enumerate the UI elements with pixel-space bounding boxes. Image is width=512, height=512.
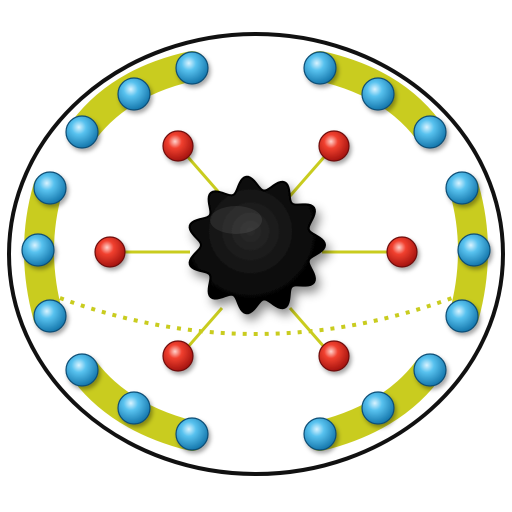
core-nucleus xyxy=(188,175,327,315)
outer-bead xyxy=(303,51,337,85)
outer-bead xyxy=(33,171,67,205)
outer-bead xyxy=(175,51,209,85)
inner-bead-group xyxy=(94,130,418,372)
outer-bead xyxy=(413,353,447,387)
outer-bead-group xyxy=(21,51,491,451)
outer-bead xyxy=(65,115,99,149)
inner-bead-left xyxy=(94,236,126,268)
inner-bead-bottom-right xyxy=(318,340,350,372)
outer-bead xyxy=(117,391,151,425)
outer-bead xyxy=(413,115,447,149)
inner-bead-top-right xyxy=(318,130,350,162)
outer-bead xyxy=(361,77,395,111)
outer-bead xyxy=(303,417,337,451)
outer-bead xyxy=(457,233,491,267)
outer-bead xyxy=(117,77,151,111)
outer-bead xyxy=(445,171,479,205)
dotted-boundary xyxy=(59,296,453,336)
outer-bead xyxy=(33,299,67,333)
outer-bead xyxy=(175,417,209,451)
outer-bead xyxy=(65,353,99,387)
core-highlight xyxy=(210,206,262,234)
outer-bead xyxy=(21,233,55,267)
inner-bead-top-left xyxy=(162,130,194,162)
inner-bead-bottom-left xyxy=(162,340,194,372)
outer-bead xyxy=(361,391,395,425)
inner-bead-right xyxy=(386,236,418,268)
outer-bead xyxy=(445,299,479,333)
